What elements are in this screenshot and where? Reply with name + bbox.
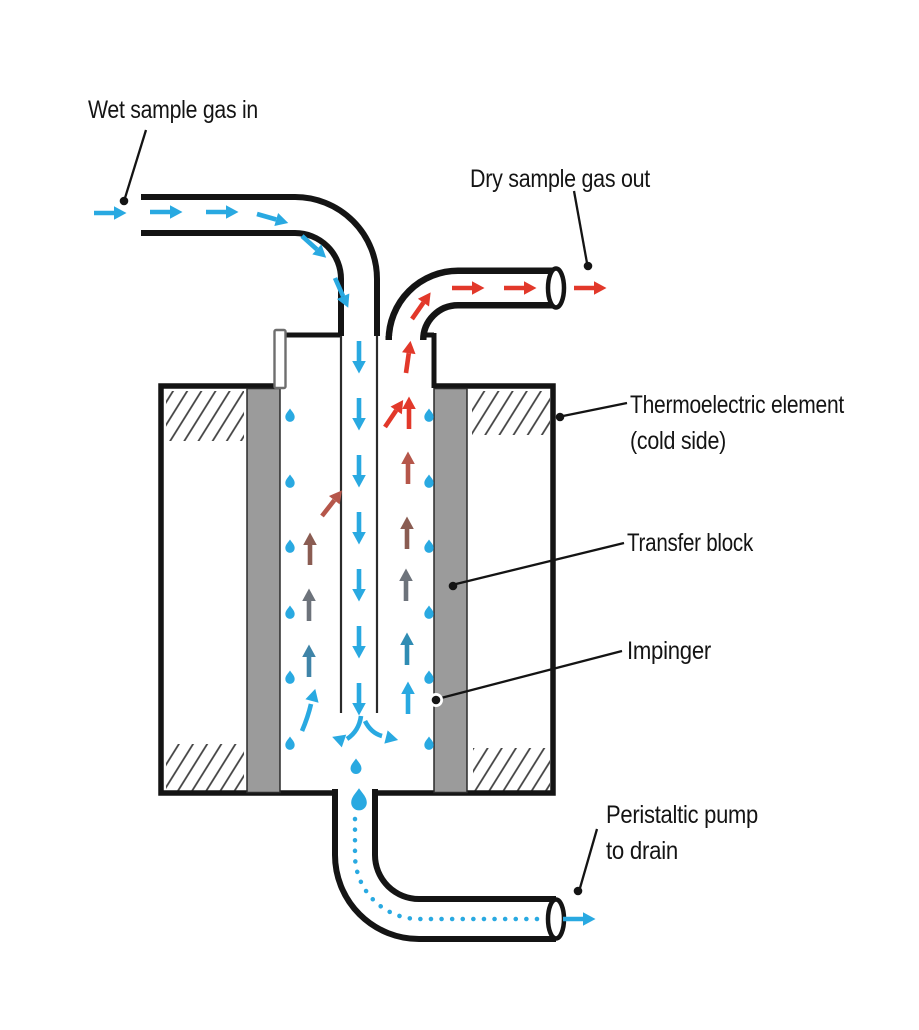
- hatch-top-left: [166, 391, 244, 441]
- wet-inlet-tube: [141, 194, 380, 336]
- condensate-dotted-flow: [352, 816, 548, 922]
- leader-wet-in: [123, 129, 148, 199]
- flow-arrow: [299, 703, 314, 732]
- leader-dry-out: [572, 190, 589, 264]
- leader-pump: [578, 828, 599, 889]
- label-dry-sample-gas-out: Dry sample gas out: [470, 165, 650, 193]
- rising-gas-arrows-left: [299, 486, 347, 732]
- label-transfer-block: Transfer block: [627, 529, 754, 557]
- hatch-top-right: [472, 391, 550, 435]
- drain-exit-arrow: [563, 912, 596, 926]
- transfer-block-left: [246, 387, 281, 794]
- leader-thermoelectric: [562, 401, 628, 418]
- flow-arrow: [94, 206, 127, 220]
- wet-tube-bore: [141, 200, 374, 336]
- flow-arrow: [345, 715, 364, 741]
- impinger-tube: [339, 336, 379, 713]
- transfer-block-right: [433, 387, 468, 794]
- label-cold-side: (cold side): [630, 427, 726, 455]
- label-peristaltic-pump: Peristaltic pump: [606, 801, 758, 829]
- drain-tube: [332, 789, 567, 942]
- leader-transfer-block: [455, 541, 625, 586]
- leader-dot: [583, 261, 593, 271]
- dry-outlet-tube: [385, 266, 567, 342]
- leader-dot: [119, 196, 129, 206]
- leader-lines: [119, 129, 628, 896]
- dry-tube-endcap: [545, 266, 567, 310]
- transfer-block: [246, 387, 468, 794]
- flow-arrow: [399, 340, 417, 374]
- splash-arrows: [329, 715, 400, 748]
- flow-arrow: [574, 281, 607, 295]
- flow-arrow: [362, 719, 383, 739]
- leader-impinger: [440, 649, 623, 700]
- hatch-bottom-left: [166, 744, 244, 791]
- leader-dot: [431, 695, 441, 705]
- labels: Wet sample gas in Dry sample gas out The…: [88, 96, 845, 865]
- flow-arrow: [352, 341, 366, 374]
- label-impinger: Impinger: [627, 637, 711, 665]
- label-to-drain: to drain: [606, 837, 678, 865]
- drain-tube-endcap: [545, 897, 567, 941]
- leader-dot: [573, 886, 583, 896]
- hatch-bottom-right: [473, 748, 550, 791]
- cap-seal: [273, 328, 287, 390]
- label-wet-sample-gas-in: Wet sample gas in: [88, 96, 258, 124]
- leader-dot: [448, 581, 458, 591]
- label-thermoelectric-element: Thermoelectric element: [630, 391, 844, 419]
- leader-dot: [555, 412, 565, 422]
